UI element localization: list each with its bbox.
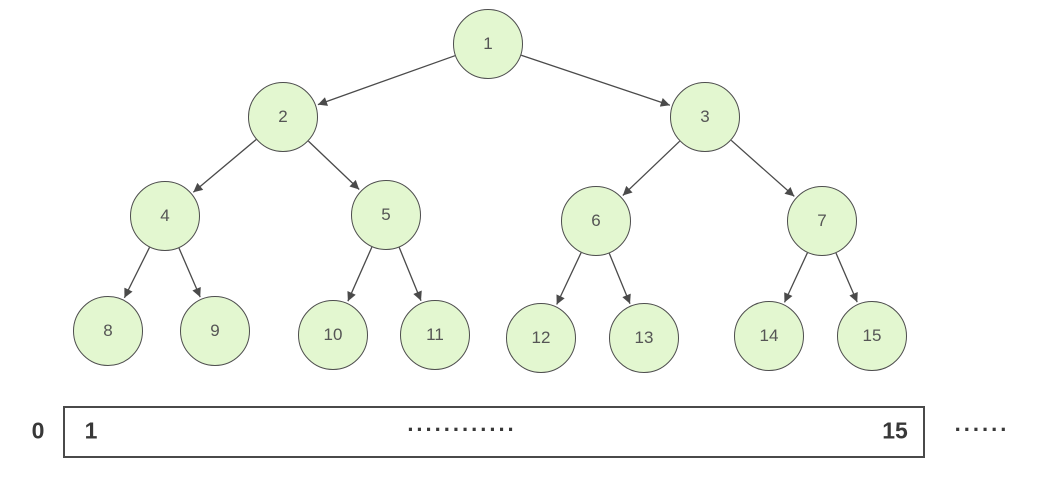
tree-edge-1-3 (520, 54, 671, 107)
tree-edge-2-4 (192, 139, 257, 193)
tree-node-8: 8 (73, 296, 143, 366)
tree-edge-1-2 (317, 55, 456, 106)
tree-edge-5-11 (398, 247, 422, 301)
tree-edge-7-15 (835, 252, 858, 303)
tree-node-3: 3 (670, 82, 740, 152)
array-index-0-label: 0 (31, 417, 45, 444)
array-last-value: 15 (882, 417, 908, 444)
tree-edge-4-9 (178, 247, 201, 298)
array-box (63, 406, 925, 458)
array-trailing-ellipsis: ...... (954, 411, 1010, 436)
tree-node-7: 7 (787, 186, 857, 256)
tree-node-14: 14 (734, 301, 804, 371)
tree-node-11: 11 (400, 300, 470, 370)
tree-node-13: 13 (609, 303, 679, 373)
tree-node-10: 10 (298, 300, 368, 370)
tree-edge-4-8 (123, 247, 151, 299)
tree-node-1: 1 (453, 9, 523, 79)
array-middle-ellipsis: ............ (407, 411, 517, 436)
tree-edge-6-12 (556, 252, 582, 305)
tree-edge-2-5 (307, 140, 360, 190)
tree-node-5: 5 (351, 180, 421, 250)
tree-edge-3-7 (730, 139, 795, 197)
tree-node-9: 9 (180, 296, 250, 366)
tree-edge-7-14 (783, 252, 808, 303)
tree-edge-3-6 (622, 140, 681, 196)
array-first-value: 1 (84, 417, 98, 444)
tree-node-12: 12 (506, 303, 576, 373)
tree-edge-6-13 (608, 253, 631, 305)
tree-node-6: 6 (561, 186, 631, 256)
tree-node-15: 15 (837, 301, 907, 371)
tree-node-4: 4 (130, 181, 200, 251)
tree-node-2: 2 (248, 82, 318, 152)
tree-edge-5-10 (347, 246, 373, 302)
